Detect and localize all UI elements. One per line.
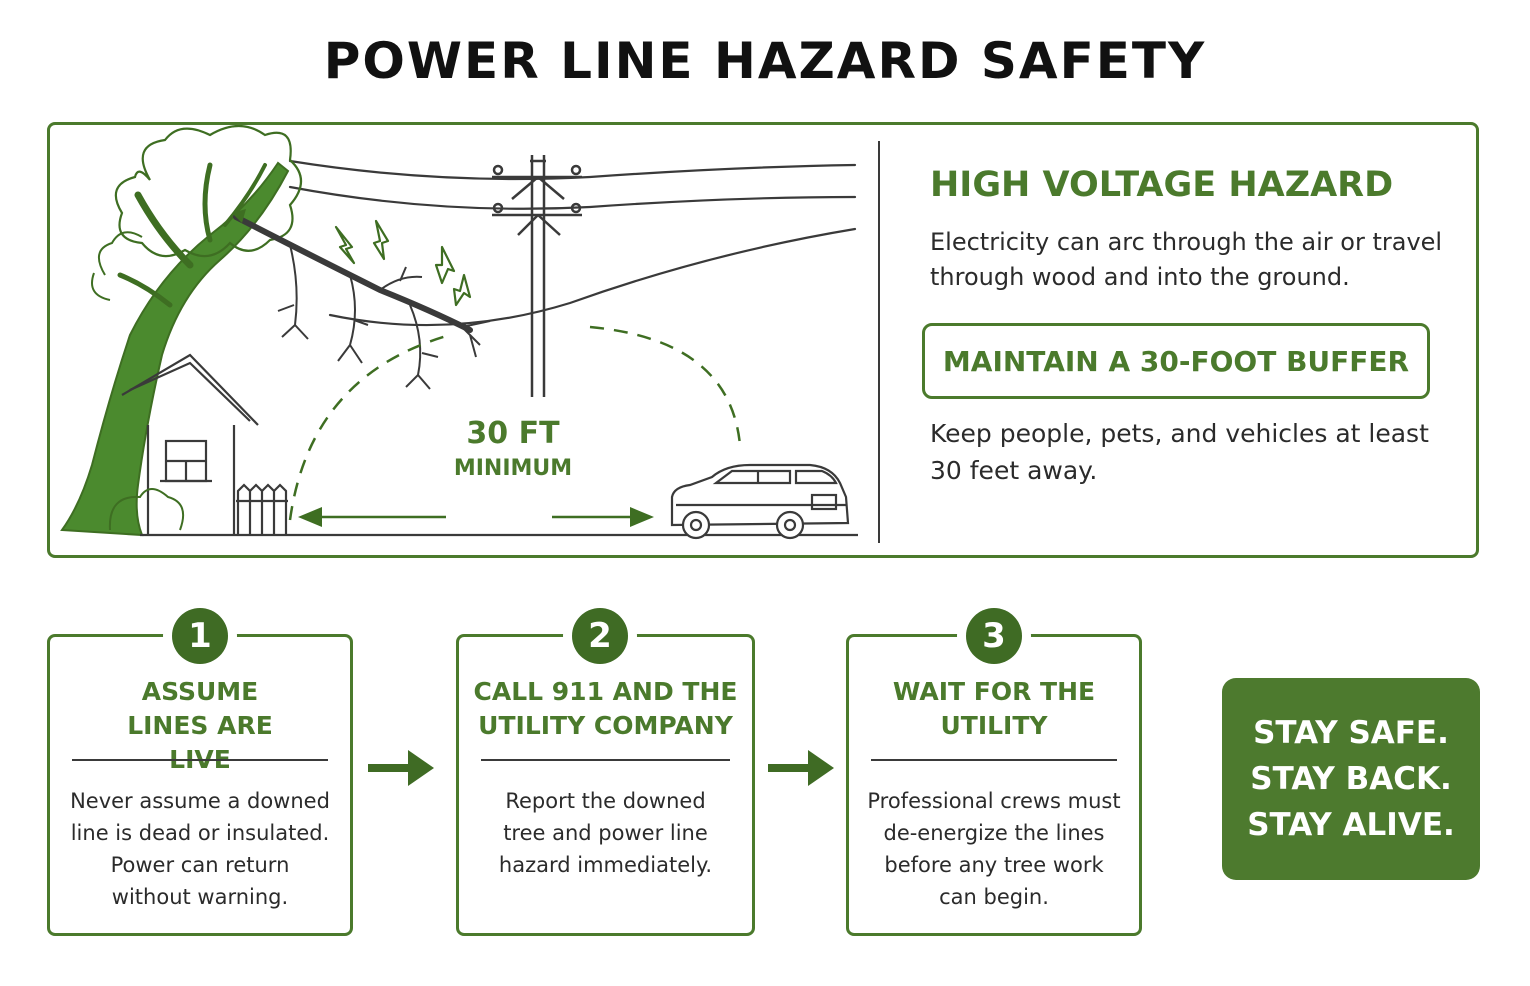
tree-icon [60, 125, 491, 537]
hazard-illustration: 30 FT MINIMUM [60, 125, 858, 540]
step-divider [72, 759, 328, 761]
keep-away-text: Keep people, pets, and vehicles at least… [930, 419, 1429, 485]
step-card-2: 2 CALL 911 AND THE UTILITY COMPANY Repor… [456, 608, 755, 936]
buffer-arc [288, 325, 742, 521]
step-title: CALL 911 AND THE UTILITY COMPANY [473, 677, 738, 740]
hazard-title: HIGH VOLTAGE HAZARD [930, 165, 1394, 205]
stay-safe-callout: STAY SAFE. STAY BACK. STAY ALIVE. [1222, 678, 1480, 880]
step-title: WAIT FOR THE UTILITY [892, 677, 1096, 740]
page-title: POWER LINE HAZARD SAFETY [323, 32, 1207, 90]
house-icon [121, 353, 288, 535]
panel-divider [878, 141, 880, 543]
power-line-lower [328, 227, 857, 327]
step-card-3: 3 WAIT FOR THE UTILITY Professional crew… [846, 608, 1142, 936]
step-description: Report the downed tree and power line ha… [498, 789, 713, 877]
utility-pole-icon [492, 155, 582, 397]
step-title: ASSUME LINES ARE LIVE [127, 677, 273, 774]
buffer-label: MAINTAIN A 30-FOOT BUFFER [922, 323, 1430, 399]
step-divider [871, 759, 1117, 761]
step-number-badge: 3 [966, 608, 1022, 664]
step-number-badge: 2 [572, 608, 628, 664]
callout-line: STAY SAFE. [1253, 715, 1449, 751]
step-card-1: 1 ASSUME LINES ARE LIVE Never assume a d… [47, 608, 353, 936]
car-icon [670, 463, 850, 540]
hazard-description: Electricity can arc through the air or t… [930, 228, 1443, 291]
arrow-right-icon [768, 750, 834, 786]
arrow-left-icon [298, 507, 446, 527]
arrow-right-icon [552, 507, 654, 527]
arrow-right-icon [368, 750, 434, 786]
lightning-bolt-icon [334, 219, 472, 307]
step-description: Professional crews must de-energize the … [867, 789, 1121, 909]
step-divider [481, 759, 730, 761]
distance-value: 30 FT [466, 416, 560, 451]
power-line-middle [288, 185, 857, 210]
distance-label: MINIMUM [454, 456, 572, 481]
step-number-badge: 1 [172, 608, 228, 664]
callout-line: STAY BACK. [1250, 761, 1452, 797]
callout-line: STAY ALIVE. [1247, 807, 1455, 843]
hazard-panel: 30 FT MINIMUM HIGH VOLTAGE HAZARD Electr… [47, 122, 1479, 558]
step-description: Never assume a downed line is dead or in… [70, 789, 330, 909]
power-line-top [288, 159, 857, 181]
